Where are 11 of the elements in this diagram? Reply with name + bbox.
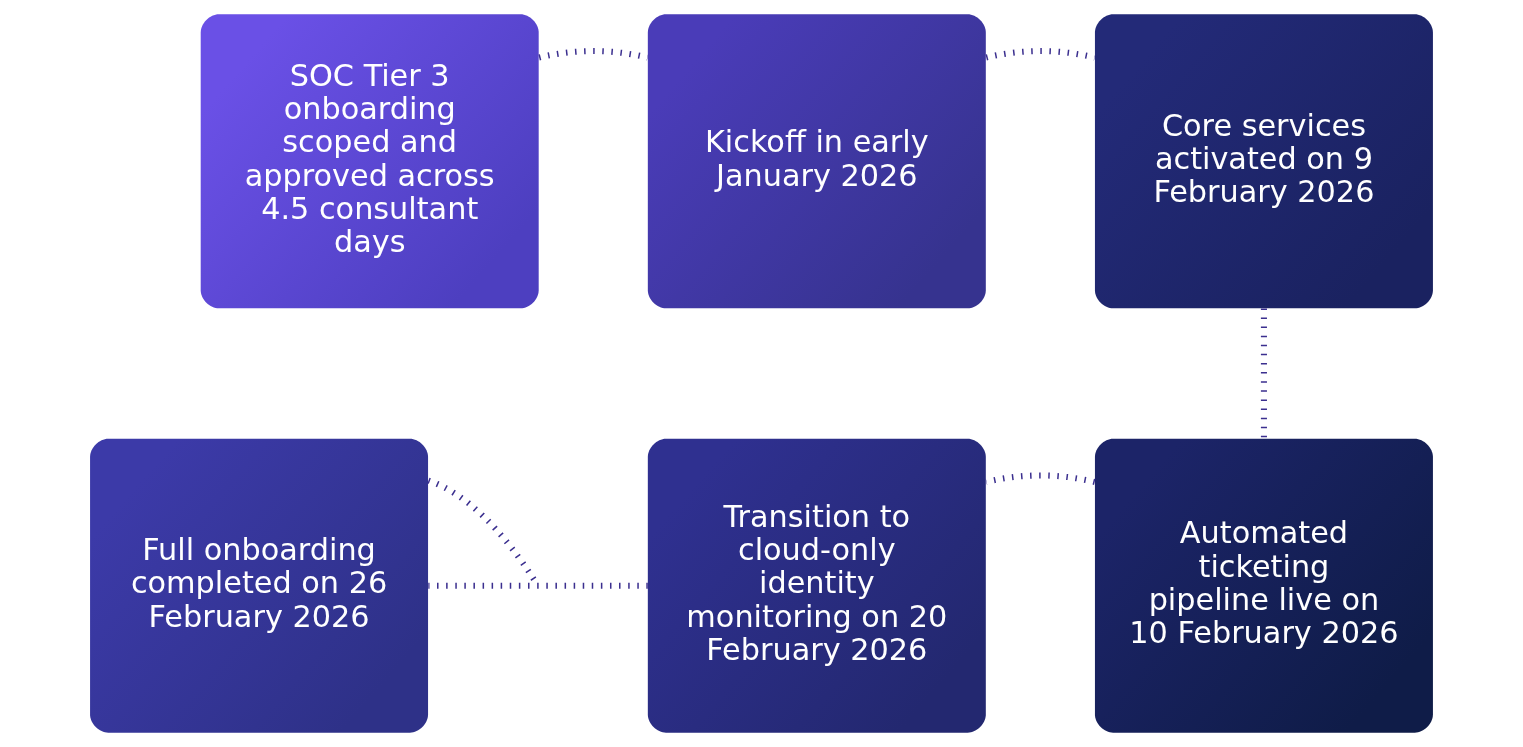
node-box: Core services activated on 9 February 2026	[1094, 14, 1433, 309]
connector	[428, 582, 648, 589]
connector	[538, 48, 649, 61]
node-box: Full onboarding completed on 26 February 2026	[90, 438, 429, 733]
connector	[1260, 308, 1267, 439]
connector	[985, 472, 1096, 485]
node-box: Kickoff in early January 2026	[647, 14, 986, 309]
connector	[985, 48, 1096, 61]
node-box: Transition to cloud-only identity monitoring on 20 February 2026	[647, 438, 986, 733]
node-box: SOC Tier 3 onboarding scoped and approved across 4.5 consultant days	[200, 14, 539, 309]
node-box: Automated ticketing pipeline live on 10 February 2026	[1094, 438, 1433, 733]
